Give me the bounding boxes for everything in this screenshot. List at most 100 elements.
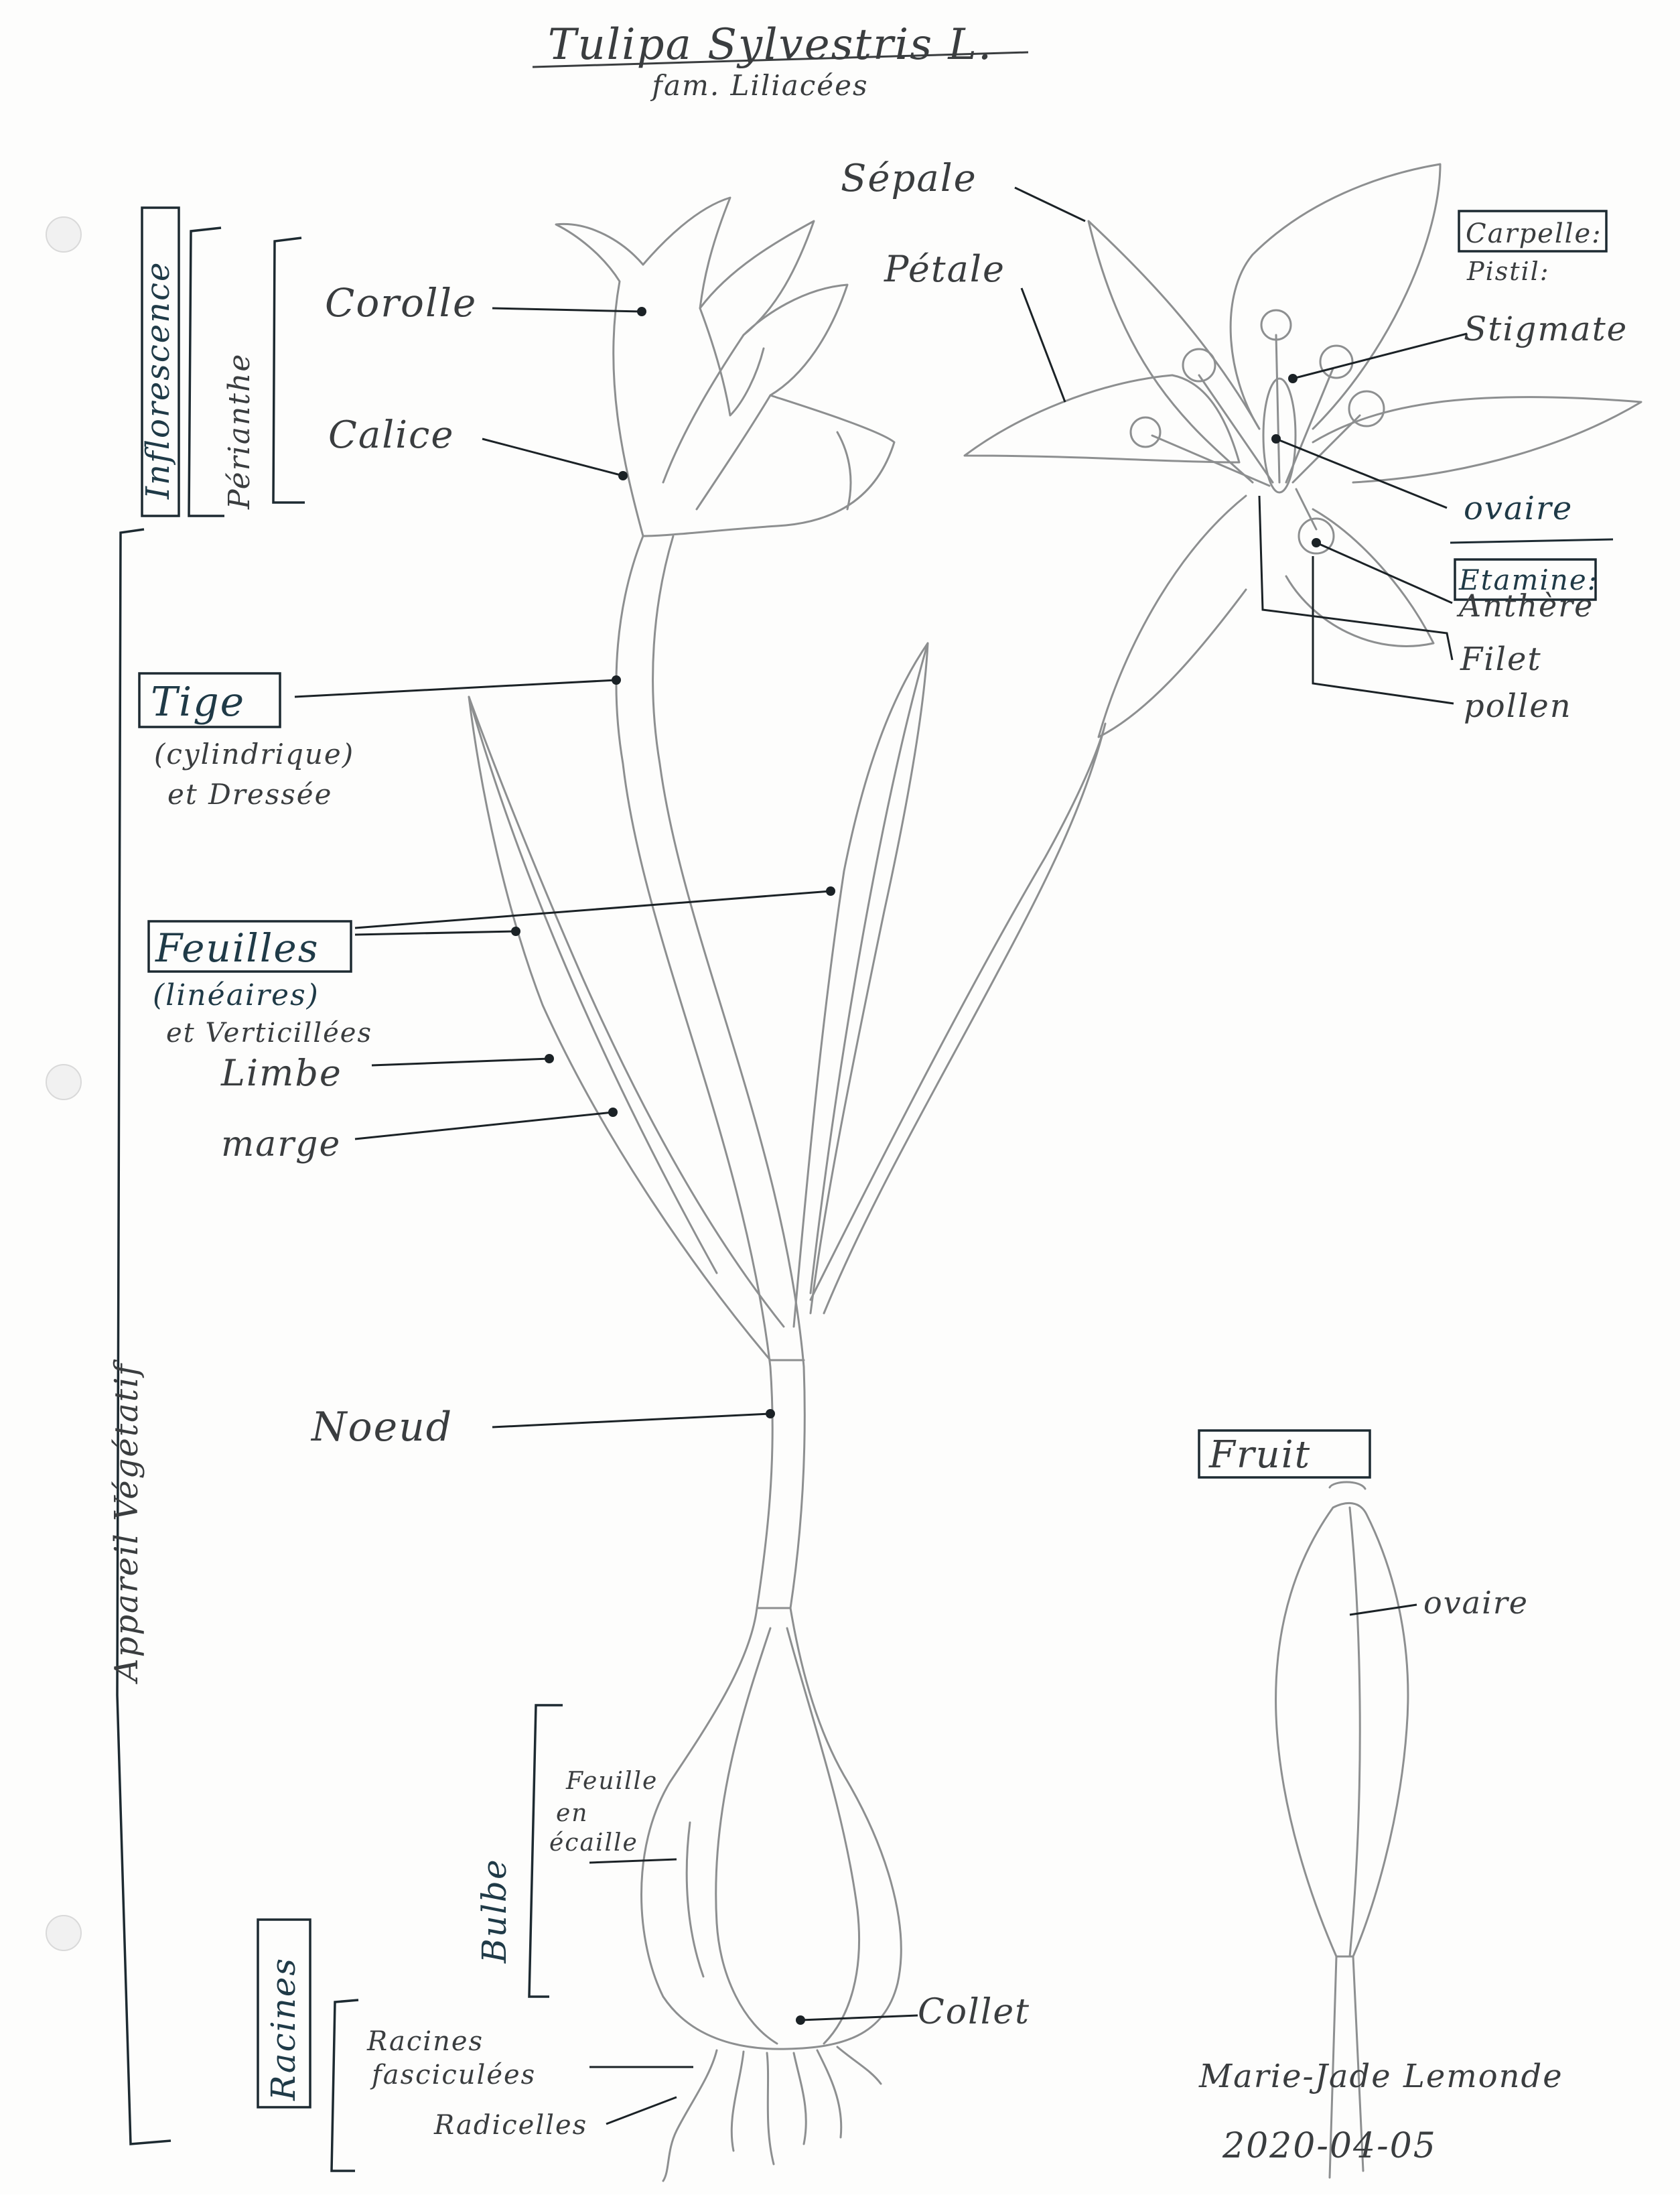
anther-1 — [1182, 348, 1216, 383]
stamen-1 — [1198, 374, 1274, 484]
feuille-ecaille-3: écaille — [549, 1829, 638, 1857]
feuilles-desc-2: et Verticillées — [166, 1018, 372, 1049]
stigmate-leader — [1292, 332, 1468, 380]
limbe-leader — [371, 1057, 550, 1067]
feuilles-box — [147, 920, 352, 973]
limbe-dot — [545, 1054, 554, 1063]
perianthe-bracket — [272, 237, 305, 504]
feuilles-dot-left — [511, 927, 520, 936]
sepal-upper-left — [1087, 220, 1261, 484]
anther-6 — [1298, 517, 1335, 555]
fruit-capsule — [1275, 1502, 1409, 1958]
radicelles-leader — [606, 2096, 677, 2125]
sepal-tip — [836, 431, 852, 511]
pollen-label: pollen — [1464, 687, 1572, 725]
date: 2020-04-05 — [1222, 2126, 1437, 2166]
tige-desc-1: (cylindrique) — [154, 738, 354, 771]
family: fam. Liliacées — [650, 69, 868, 102]
petal-lower-left — [1097, 494, 1247, 738]
noeud-label: Noeud — [310, 1404, 453, 1451]
tige-label: Tige — [151, 679, 245, 726]
title-underline — [532, 51, 1029, 68]
calice-label: Calice — [328, 413, 455, 457]
perianthe-label: Périanthe — [222, 353, 257, 510]
racines-fasciculees-1: Racines — [366, 2026, 484, 2057]
petale-leader — [1020, 287, 1066, 403]
etamine-label: Etamine: — [1458, 563, 1598, 596]
tige-desc-2: et Dressée — [167, 778, 333, 811]
marge-leader — [354, 1111, 614, 1140]
binder-hole-top — [46, 216, 82, 253]
appareil-vegetatif-label: Appareil Végétatif — [108, 1359, 145, 1684]
bulb-scale-line-2 — [786, 1627, 860, 2045]
fruit-seam — [1348, 1506, 1361, 1958]
bulb-shade — [685, 1821, 705, 1978]
feuilles-desc-1: (linéaires) — [153, 978, 320, 1012]
tige-box — [138, 672, 281, 728]
signature: Marie-Jade Lemonde — [1198, 2058, 1563, 2095]
noeud-leader — [492, 1412, 771, 1428]
binder-hole-bottom — [46, 1915, 82, 1951]
inflorescence-bracket — [188, 226, 224, 517]
feuilles-dot-right — [826, 886, 835, 896]
title: Tulipa Sylvestris L. — [548, 20, 993, 70]
leaf-left-vein — [468, 695, 718, 1274]
anther-4 — [1348, 390, 1385, 427]
anthere-dot — [1312, 538, 1321, 547]
root-3 — [766, 2052, 775, 2166]
collet-dot — [796, 2015, 805, 2025]
stamen-4 — [1291, 414, 1361, 484]
feuilles-leader-right — [354, 890, 831, 929]
anther-2 — [1260, 309, 1292, 341]
filet-leader — [1258, 495, 1454, 661]
anther-3 — [1319, 344, 1354, 379]
stem-left — [615, 535, 774, 1609]
tige-leader — [294, 679, 617, 698]
feuille-ecaille-leader — [589, 1858, 677, 1864]
ovaire-underline — [1450, 538, 1614, 544]
root-5 — [816, 2049, 843, 2139]
ovaire-label: ovaire — [1464, 490, 1573, 527]
racines-box — [257, 1918, 311, 2109]
fruit-tip — [1328, 1481, 1367, 1490]
fruit-box — [1198, 1429, 1371, 1479]
pistil — [1262, 377, 1297, 494]
leaf-right-vein — [809, 642, 929, 1294]
petal-upper — [1229, 163, 1442, 430]
root-2 — [730, 2050, 745, 2152]
bulb — [640, 1607, 902, 2050]
fruit-ovaire-label: ovaire — [1423, 1585, 1529, 1621]
stigmate-label: Stigmate — [1464, 310, 1628, 348]
anthere-leader — [1316, 541, 1453, 604]
stamen-5 — [1151, 434, 1271, 487]
flower-vein-2 — [695, 394, 772, 511]
bulb-scale-line-1 — [715, 1627, 778, 2045]
ovaire-dot — [1271, 434, 1281, 444]
stamen-6 — [1295, 488, 1318, 531]
bulbe-bracket — [528, 1704, 563, 1998]
anther-5 — [1129, 416, 1162, 448]
leaf-far-right — [809, 722, 1107, 1315]
carpelle-box — [1458, 210, 1608, 253]
bulbe-label: Bulbe — [475, 1858, 514, 1964]
carpelle-label: Carpelle: — [1466, 218, 1602, 249]
feuille-ecaille-2: en — [556, 1800, 589, 1827]
flower-outline — [555, 196, 896, 537]
root-1 — [662, 2049, 718, 2182]
flower-vein-1 — [662, 334, 745, 484]
fruit-ovaire-leader — [1349, 1603, 1417, 1616]
corolle-label: Corolle — [325, 280, 477, 326]
fruit-label: Fruit — [1208, 1433, 1311, 1477]
anthere-label: Anthère — [1456, 588, 1594, 624]
plant-drawing — [468, 163, 1642, 2182]
root-4 — [792, 2052, 807, 2145]
flower-inner-petal — [699, 307, 765, 417]
binder-hole-middle — [46, 1064, 82, 1100]
appareil-vegetatif-group: Appareil Végétatif — [108, 528, 171, 2145]
feuille-ecaille-1: Feuille — [565, 1768, 658, 1795]
filet-label: Filet — [1460, 641, 1542, 678]
collet-label: Collet — [918, 1992, 1030, 2032]
collet-leader — [800, 2014, 918, 2021]
